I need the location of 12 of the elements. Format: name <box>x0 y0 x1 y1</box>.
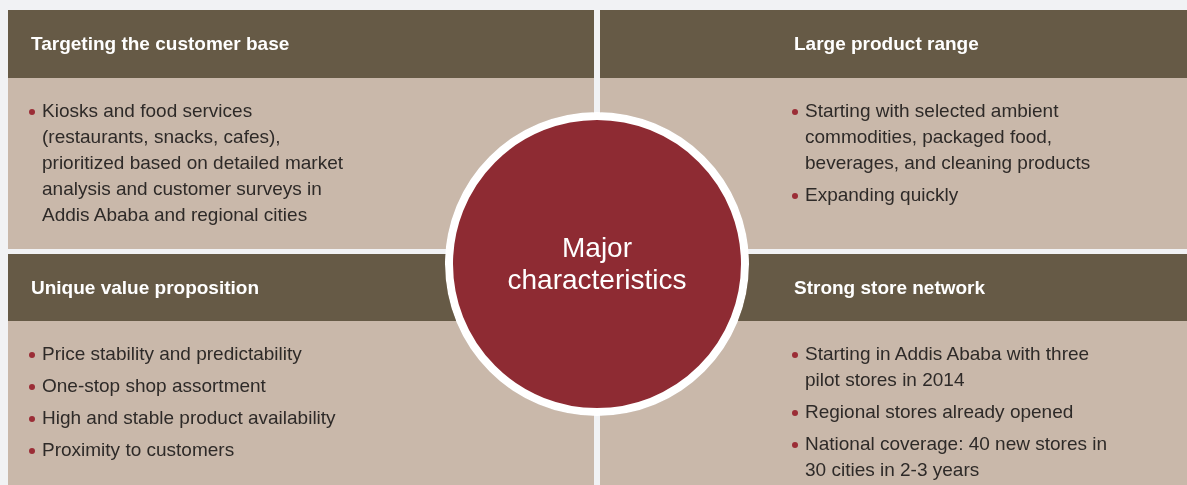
bullet-item: Kiosks and food services (restaurants, snacks, cafes), prioritized based on detailed market analysis and customer surveys in Addis Ababa and regional cities <box>29 98 360 228</box>
bullet-item: Price stability and predictability <box>29 341 427 367</box>
bullet-item: National coverage: 40 new stores in 30 cities in 2-3 years <box>792 431 1110 483</box>
bullet-item: One-stop shop assortment <box>29 373 427 399</box>
bullet-item: Expanding quickly <box>792 182 1135 208</box>
bullet-item: Starting in Addis Ababa with three pilot stores in 2014 <box>792 341 1110 393</box>
bullet-item: Starting with selected ambient commodities, packaged food, beverages, and cleaning products <box>792 98 1135 176</box>
header-bar: Large product range <box>600 10 1187 78</box>
bullet-item: Regional stores already opened <box>792 399 1110 425</box>
header-bar: Targeting the customer base <box>8 10 594 78</box>
bullet-item: Proximity to customers <box>29 437 427 463</box>
bullet-item: High and stable product availability <box>29 405 427 431</box>
